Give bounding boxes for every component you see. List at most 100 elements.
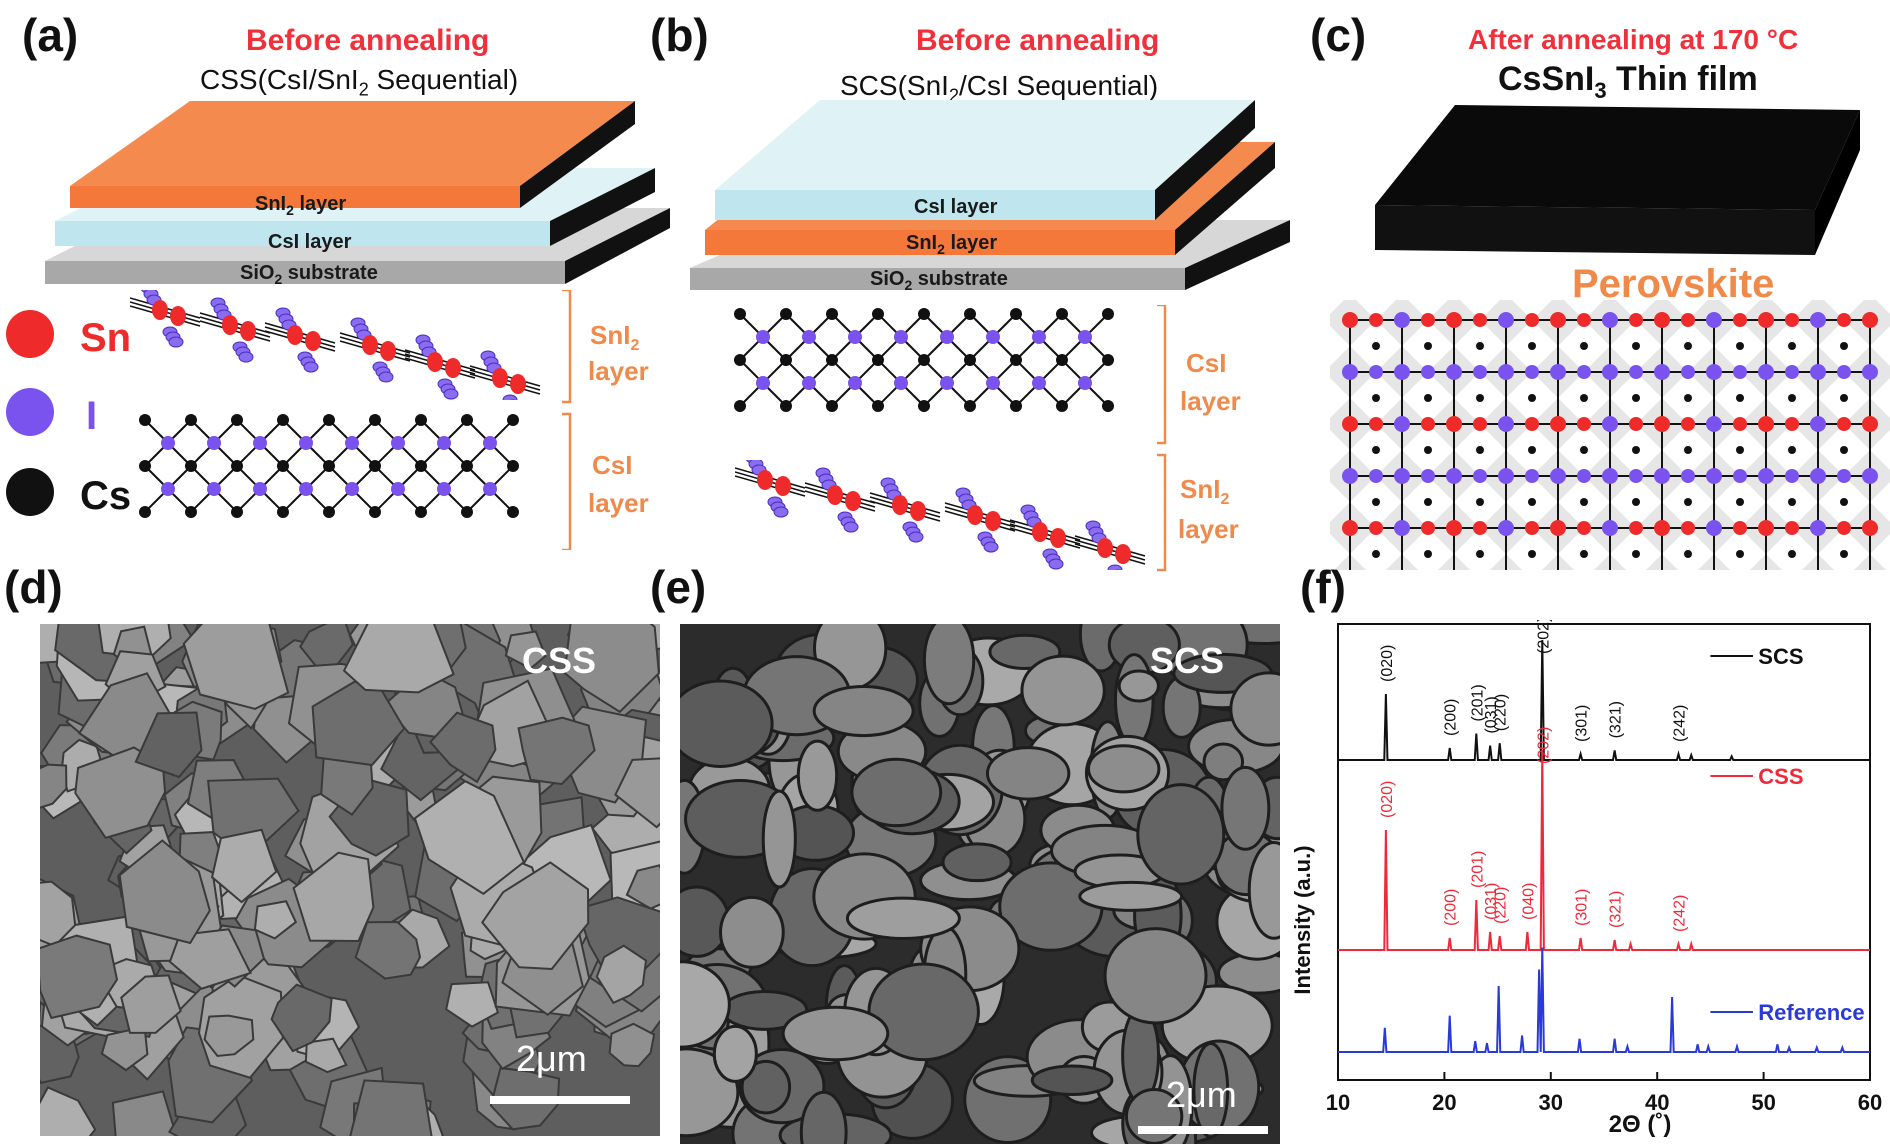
- i-atom: [303, 361, 319, 373]
- grain: [517, 716, 596, 786]
- sn-atom: [1115, 544, 1131, 564]
- cs-atom: [461, 414, 473, 426]
- lattice-atom: [1498, 468, 1514, 484]
- panel-e-tag: SCS: [1150, 640, 1225, 681]
- lattice-atom: [1810, 416, 1826, 432]
- i-atom: [207, 482, 221, 496]
- panel-e-scale-bar: [1138, 1126, 1268, 1134]
- i-atom: [161, 482, 175, 496]
- lattice-atom: [1446, 312, 1462, 328]
- sn-atom: [1032, 522, 1048, 542]
- panel-b-title-sub: 2: [948, 85, 959, 106]
- peak-annotation: (200): [1443, 699, 1460, 736]
- series-css-line: [1338, 749, 1870, 951]
- lattice-atom: [1602, 312, 1618, 328]
- cs-atom: [507, 506, 519, 518]
- i-atom: [1837, 313, 1851, 327]
- cs-atom: [826, 354, 838, 366]
- panel-a-layer-stack: [45, 101, 670, 284]
- panel-b-brace-bottom-sub: 2: [1220, 491, 1230, 509]
- octahedron: [1854, 554, 1886, 570]
- cs-atom: [1684, 550, 1692, 558]
- xrd-ylabel: Intensity (a.u.): [1290, 845, 1315, 994]
- cs-atom: [964, 354, 976, 366]
- panel-b-layer-top-label: CsI layer: [914, 196, 998, 218]
- sn-atom: [510, 374, 526, 394]
- sn-atom: [757, 470, 773, 490]
- grain: [1030, 1064, 1114, 1096]
- peak-annotation: (220): [1493, 887, 1510, 924]
- lattice-atom: [1810, 520, 1826, 536]
- panel-c-perovskite-lattice: [1330, 300, 1890, 570]
- i-atom: [1785, 313, 1799, 327]
- cs-atom: [139, 506, 151, 518]
- lattice-atom: [1342, 312, 1358, 328]
- i-atom: [299, 482, 313, 496]
- cs-atom: [1476, 446, 1484, 454]
- i-atom: [207, 436, 221, 450]
- lattice-atom: [1862, 520, 1878, 536]
- panel-c-title-sub: 3: [1594, 77, 1607, 103]
- sn-atom: [152, 300, 168, 320]
- panel-d-scale-bar: [490, 1096, 630, 1104]
- grain: [614, 757, 660, 829]
- i-atom: [1078, 330, 1092, 344]
- panel-b-layer-bottom-tail: substrate: [912, 268, 1008, 290]
- cs-atom: [1528, 446, 1536, 454]
- i-atom: [1577, 469, 1591, 483]
- sn-atom: [1097, 538, 1113, 558]
- i-atom: [1733, 521, 1747, 535]
- xrd-xlabel: 2Θ (˚): [1609, 1111, 1672, 1138]
- cs-atom: [1736, 342, 1744, 350]
- peak-annotation: (031): [1483, 696, 1500, 733]
- legend-sn-label: Sn: [80, 316, 132, 360]
- peak-annotation: (301): [1574, 705, 1591, 742]
- grain: [118, 839, 211, 945]
- lattice-atom: [1342, 468, 1358, 484]
- panel-b-braces: [1157, 305, 1167, 572]
- grain: [40, 1086, 97, 1136]
- grain: [1078, 880, 1184, 912]
- i-atom: [238, 351, 254, 363]
- lattice-atom: [1498, 312, 1514, 328]
- grain: [342, 624, 455, 694]
- lattice-atom: [1394, 312, 1410, 328]
- lattice-atom: [1550, 364, 1566, 380]
- lattice-atom: [1758, 364, 1774, 380]
- lattice-atom: [1758, 520, 1774, 536]
- lattice-atom: [1758, 468, 1774, 484]
- grain: [413, 780, 526, 896]
- cs-atom: [1580, 550, 1588, 558]
- cs-atom: [1840, 498, 1848, 506]
- lattice-atom: [1810, 468, 1826, 484]
- panel-label-c: (c): [1310, 9, 1367, 61]
- cs-atom: [734, 354, 746, 366]
- grain: [712, 1024, 758, 1083]
- grain: [867, 962, 980, 1062]
- cs-atom: [1424, 342, 1432, 350]
- i-atom: [1369, 313, 1383, 327]
- cs-atom: [1102, 354, 1114, 366]
- peak-annotation: (020): [1379, 781, 1396, 818]
- i-atom: [1733, 469, 1747, 483]
- sn-atom: [1050, 528, 1066, 548]
- cs-atom: [918, 400, 930, 412]
- cs-atom: [1684, 446, 1692, 454]
- lattice-atom: [1446, 416, 1462, 432]
- grain: [111, 1090, 178, 1136]
- i-atom: [1837, 521, 1851, 535]
- plot-frame: [1337, 623, 1871, 1081]
- i-atom: [1629, 521, 1643, 535]
- panel-b-layer-stack: [690, 100, 1290, 290]
- panel-label-a: (a): [22, 9, 79, 61]
- cs-atom: [1424, 394, 1432, 402]
- i-atom: [1421, 365, 1435, 379]
- cs-atom: [1372, 446, 1380, 454]
- cs-atom: [1736, 394, 1744, 402]
- panel-b-layer-bottom-label: SiO2 substrate: [870, 268, 1008, 293]
- panel-d-tag: CSS: [522, 640, 597, 681]
- legend-label-css: CSS: [1758, 764, 1803, 789]
- lattice-atom: [1706, 520, 1722, 536]
- cs-atom: [1580, 342, 1588, 350]
- i-atom: [1733, 313, 1747, 327]
